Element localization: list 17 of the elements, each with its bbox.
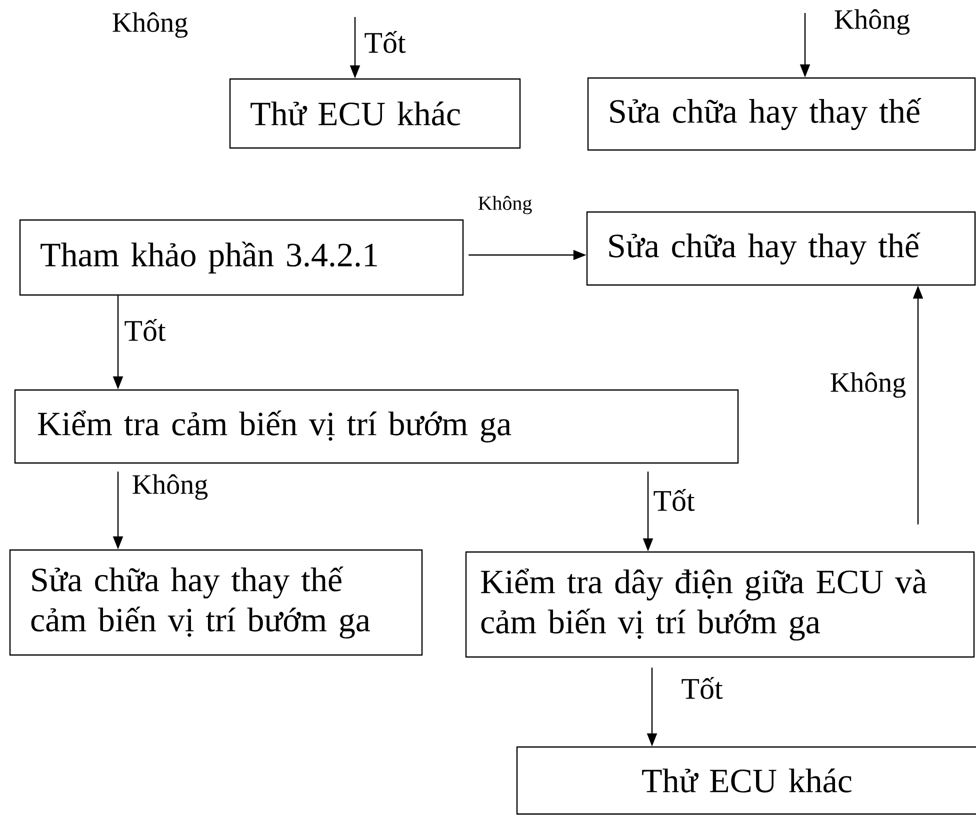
edge-label: Không (828, 371, 908, 399)
edge-label: Tốt (363, 30, 407, 54)
note-label: Không (112, 12, 188, 38)
edge-label: Tốt (680, 676, 724, 700)
process-box: Kiểm tra cảm biến vị trí bướm ga (14, 389, 739, 464)
process-box: Thử ECU khác (516, 746, 976, 815)
edge-label: Không (832, 8, 912, 36)
edge-label: Tốt (123, 318, 167, 342)
process-box: Sửa chữa hay thay thế (586, 211, 976, 286)
process-box: Tham khảo phần 3.4.2.1 (19, 219, 464, 296)
process-box: Thử ECU khác (229, 78, 521, 149)
process-box: Sửa chữa hay thay thế (587, 77, 976, 151)
process-box: Kiểm tra dây điện giữa ECU và cảm biến vị trí bướm ga (465, 551, 975, 658)
edge-label: Không (476, 194, 534, 216)
edge-label: Không (130, 473, 210, 501)
process-box: Sửa chữa hay thay thế cảm biến vị trí bướm ga (9, 549, 423, 656)
edge-label: Tốt (652, 488, 696, 512)
